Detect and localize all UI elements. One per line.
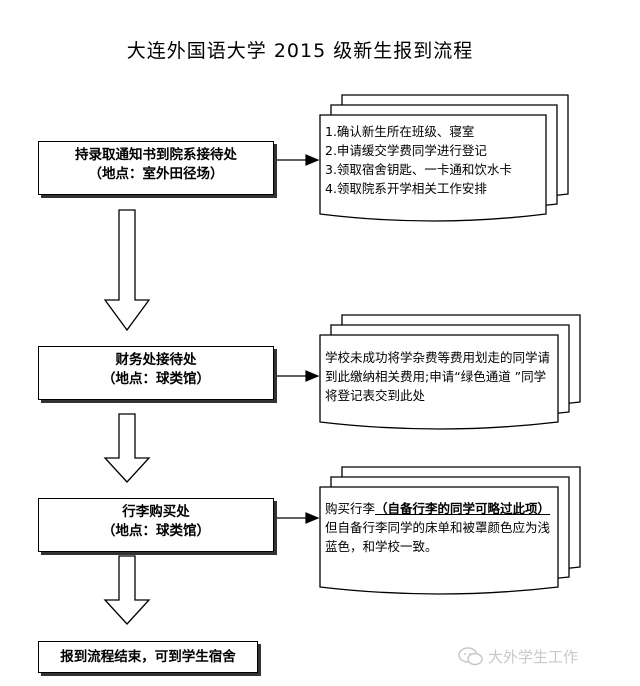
note-luggage: 购买行李（自备行李的同学可略过此项） 但自备行李同学的床单和被罩颜色应为浅蓝色，和… — [325, 499, 555, 556]
step-luggage-purchase: 行李购买处 （地点：球类馆） — [38, 498, 274, 552]
down-arrow-3 — [103, 555, 151, 625]
wechat-icon — [458, 646, 483, 665]
step-process-end: 报到流程结束，可到学生宿舍 — [38, 641, 258, 673]
step-location: （地点：球类馆） — [102, 523, 210, 539]
page-title: 大连外国语大学 2015 级新生报到流程 — [126, 40, 474, 62]
down-arrow-1 — [103, 209, 151, 332]
step-label: 持录取通知书到院系接待处 — [75, 147, 237, 163]
connector-arrow-3 — [272, 512, 320, 524]
note-item: 4.领取院系开学相关工作安排 — [325, 181, 487, 196]
watermark-text: 大外学生工作 — [488, 648, 579, 666]
step-location: （地点：室外田径场） — [88, 166, 224, 182]
note-finance: 学校未成功将学杂费等费用划走的同学请到此缴纳相关费用;申请“绿色通道 ”同学将登… — [325, 350, 551, 403]
document-stack-2 — [319, 314, 581, 430]
note-luggage-suffix: 但自备行李同学的床单和被罩颜色应为浅蓝色，和学校一致。 — [325, 520, 551, 554]
step-label: 报到流程结束，可到学生宿舍 — [60, 649, 236, 665]
note-item: 2.申请缓交学费同学进行登记 — [325, 143, 487, 158]
connector-arrow-2 — [272, 370, 320, 382]
step-location: （地点：球类馆） — [102, 371, 210, 387]
note-item: 1.确认新生所在班级、寝室 — [325, 124, 475, 139]
step-faculty-reception: 持录取通知书到院系接待处 （地点：室外田径场） — [38, 141, 274, 195]
down-arrow-2 — [103, 413, 151, 483]
step-label: 行李购买处 — [122, 504, 190, 520]
note-luggage-underlined: （自备行李的同学可略过此项） — [375, 501, 551, 516]
connector-arrow-1 — [272, 154, 320, 166]
watermark: 大外学生工作 — [458, 646, 578, 667]
document-stack-3 — [319, 466, 581, 595]
document-stack-1 — [319, 94, 569, 222]
step-label: 财务处接待处 — [115, 352, 197, 368]
note-luggage-prefix: 购买行李 — [325, 501, 376, 516]
note-item: 3.领取宿舍钥匙、一卡通和饮水卡 — [325, 162, 512, 177]
note-faculty-tasks: 1.确认新生所在班级、寝室 2.申请缓交学费同学进行登记 3.领取宿舍钥匙、一卡… — [325, 122, 545, 198]
step-finance-reception: 财务处接待处 （地点：球类馆） — [38, 346, 274, 400]
